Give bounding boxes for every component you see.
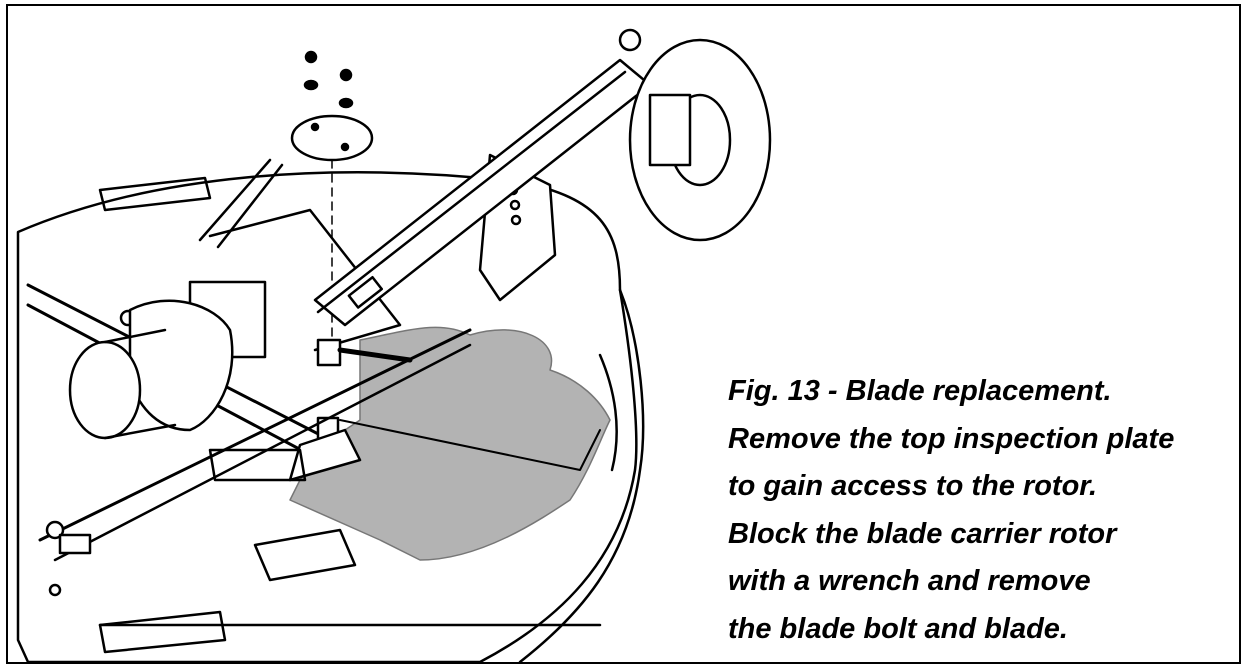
tail-wheel-tire (628, 38, 772, 242)
front-frame-rail (38, 328, 472, 542)
deck-skirt-inner (598, 353, 618, 472)
pto-shaft-tube (68, 340, 142, 440)
caption-line: Fig. 13 - Blade replacement. (728, 375, 1112, 407)
caption-line: the blade bolt and blade. (728, 612, 1068, 645)
blade (288, 428, 362, 482)
rotor-blade-path (339, 419, 601, 471)
deck-decal-bottom (253, 528, 357, 582)
figure-caption: Fig. 13 - Blade replacement. Remove the … (728, 368, 1243, 653)
support-brace (198, 158, 272, 242)
nut-icon (339, 68, 353, 82)
arm-decal (347, 275, 383, 309)
inspection-plate (290, 114, 374, 162)
wrench (337, 347, 413, 363)
hitch-hole (48, 583, 62, 597)
hitch-handle (58, 533, 92, 555)
caption-line: with a wrench and remove (728, 565, 1091, 597)
mast-bolt (509, 199, 521, 211)
mast-bolt (510, 214, 522, 226)
caption-line: Block the blade carrier rotor (728, 517, 1117, 550)
deck-decal-corner (98, 610, 227, 654)
tail-wheel-arm-edge (316, 70, 627, 314)
washer-icon (338, 97, 354, 109)
caption-line: Remove the top inspection plate (728, 422, 1175, 455)
support-brace-edge (216, 163, 284, 249)
caption-line: to gain access to the rotor. (728, 470, 1098, 502)
hitch-pin (45, 520, 65, 540)
deck-skirt (518, 288, 645, 664)
pto-shaft-top (103, 328, 167, 344)
deck-decal-top (98, 176, 212, 212)
rotor-hub (316, 338, 342, 367)
pto-shaft-bottom (103, 423, 177, 440)
washer-icon (303, 79, 319, 91)
front-frame-rail-edge (53, 343, 472, 562)
wheel-fork (648, 93, 692, 167)
wheel-pivot-pin (618, 28, 642, 52)
plate-bolt-hole (310, 122, 320, 132)
plate-bolt-hole (340, 142, 350, 152)
nut-icon (304, 50, 318, 64)
